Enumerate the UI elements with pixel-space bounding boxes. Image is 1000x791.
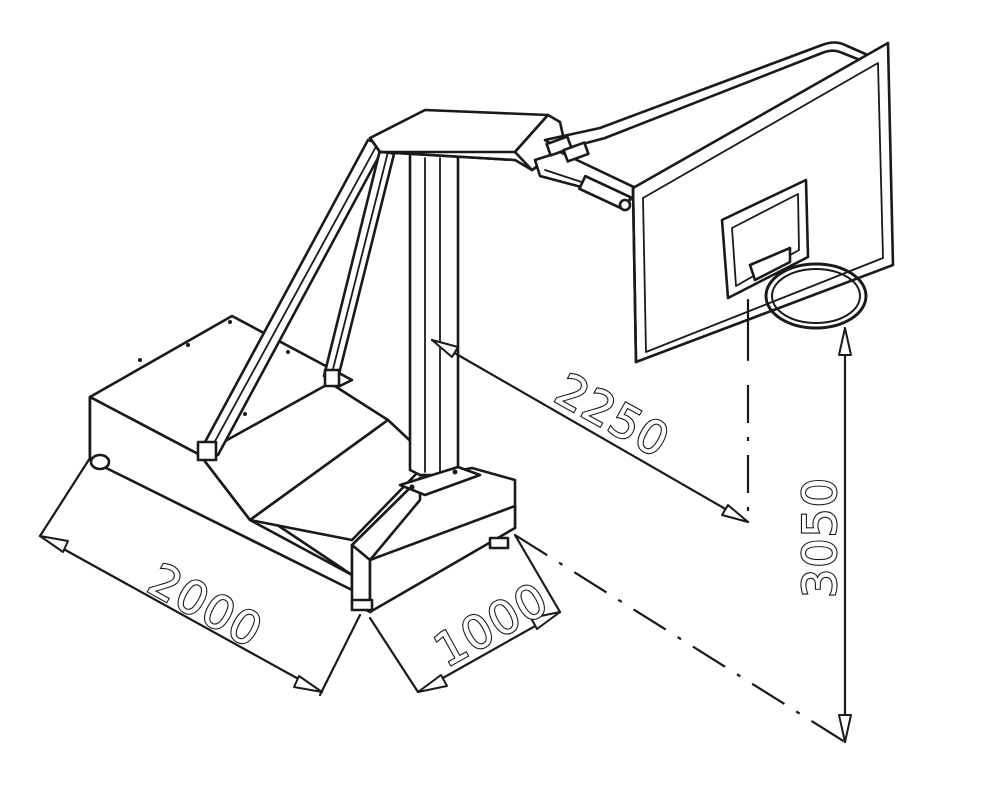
- dim-label-1000: 1000: [425, 572, 557, 678]
- dimension-rim-height: [514, 326, 852, 744]
- dimension-reach: [430, 298, 750, 524]
- shooter-square: [720, 178, 810, 300]
- backboard: [631, 41, 895, 364]
- dim-label-3050: 3050: [793, 477, 847, 598]
- wheel-icon: [89, 453, 111, 471]
- dimension-base-width: [368, 533, 562, 694]
- base-box: [88, 314, 422, 592]
- dim-label-2000: 2000: [140, 552, 272, 658]
- dimension-base-length: [38, 456, 362, 697]
- dim-label-2250: 2250: [547, 362, 679, 468]
- main-mast: [398, 148, 482, 497]
- arm-housing: [368, 108, 567, 172]
- rim: [748, 246, 868, 330]
